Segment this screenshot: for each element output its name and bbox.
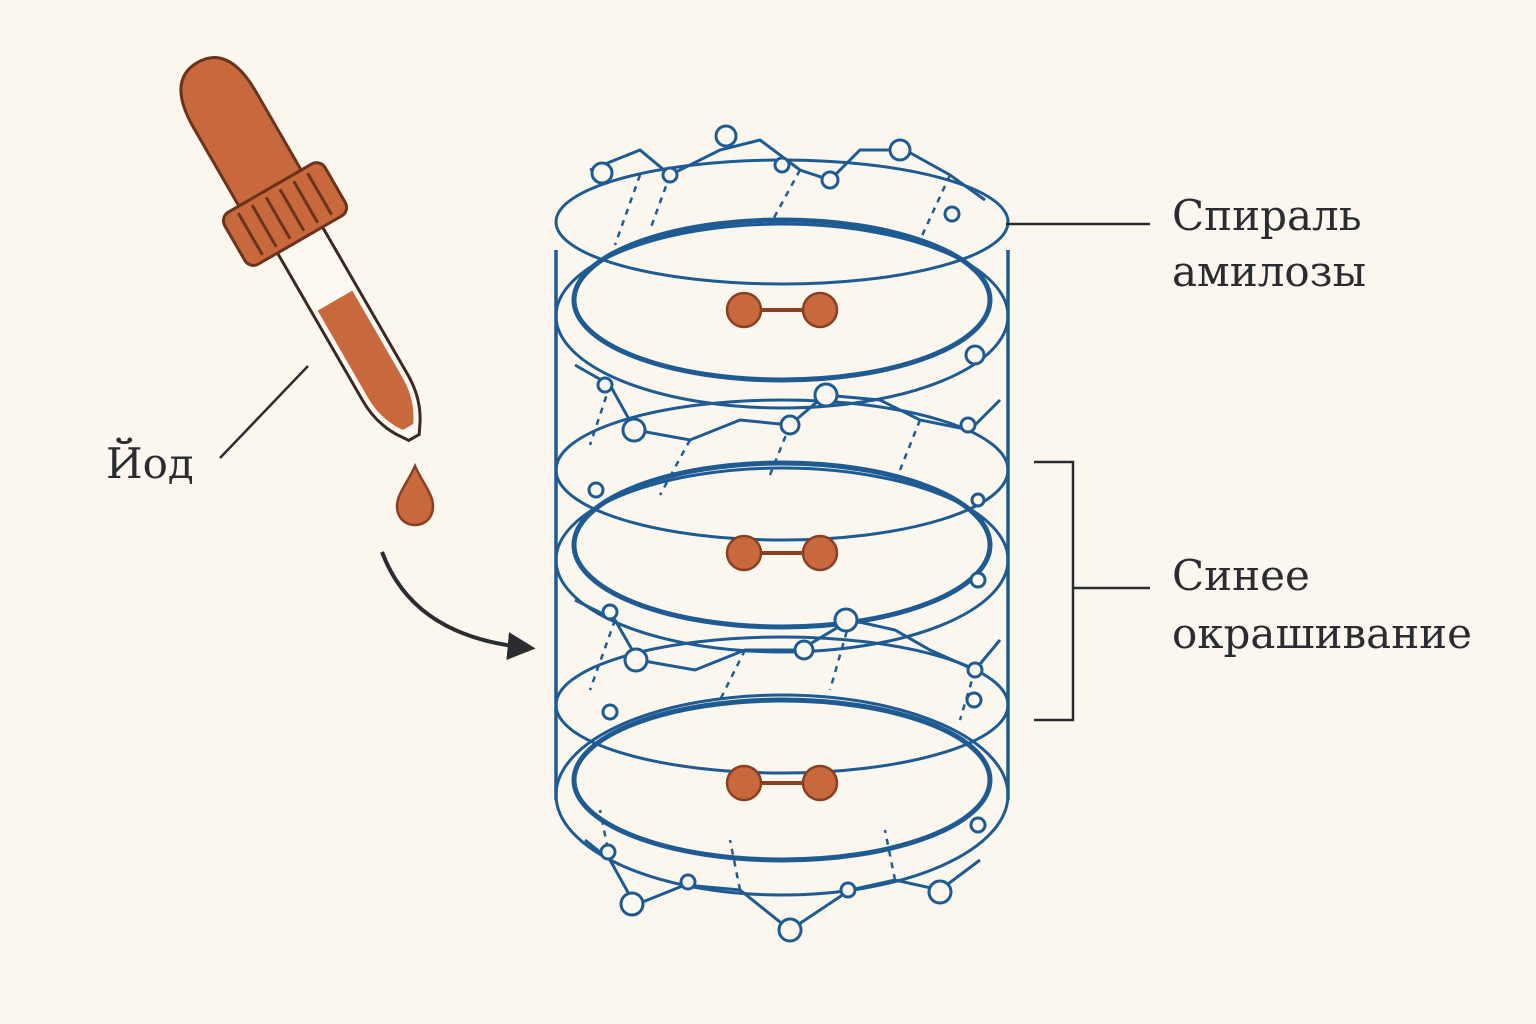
glucose-chain-bottom bbox=[584, 838, 981, 932]
blue-label-line2: окрашивание bbox=[1172, 609, 1472, 658]
helix-turn-2 bbox=[554, 398, 1010, 654]
i2-molecule-icon bbox=[725, 291, 839, 329]
oxygen-atoms bbox=[587, 124, 987, 943]
i2-molecule-icon bbox=[725, 534, 839, 572]
droplet-icon bbox=[395, 462, 435, 527]
helix-turn-1 bbox=[554, 158, 1010, 410]
dropper-bulb bbox=[179, 56, 304, 209]
i2-molecule-icon bbox=[725, 764, 839, 802]
amylose-helix bbox=[554, 124, 1010, 943]
iodine-liquid bbox=[317, 290, 414, 431]
helix-turn-3 bbox=[554, 635, 1010, 897]
blue-label-line1: Синее bbox=[1172, 551, 1310, 600]
blue-color-bracket bbox=[1034, 460, 1150, 722]
iodine-leader-line bbox=[219, 365, 309, 459]
dropper-icon bbox=[179, 56, 422, 443]
helix-label-line1: Спираль bbox=[1172, 191, 1362, 240]
addition-arrow bbox=[380, 551, 536, 660]
iodine-label: Йод bbox=[106, 436, 194, 488]
helix-label-line2: амилозы bbox=[1172, 247, 1366, 296]
